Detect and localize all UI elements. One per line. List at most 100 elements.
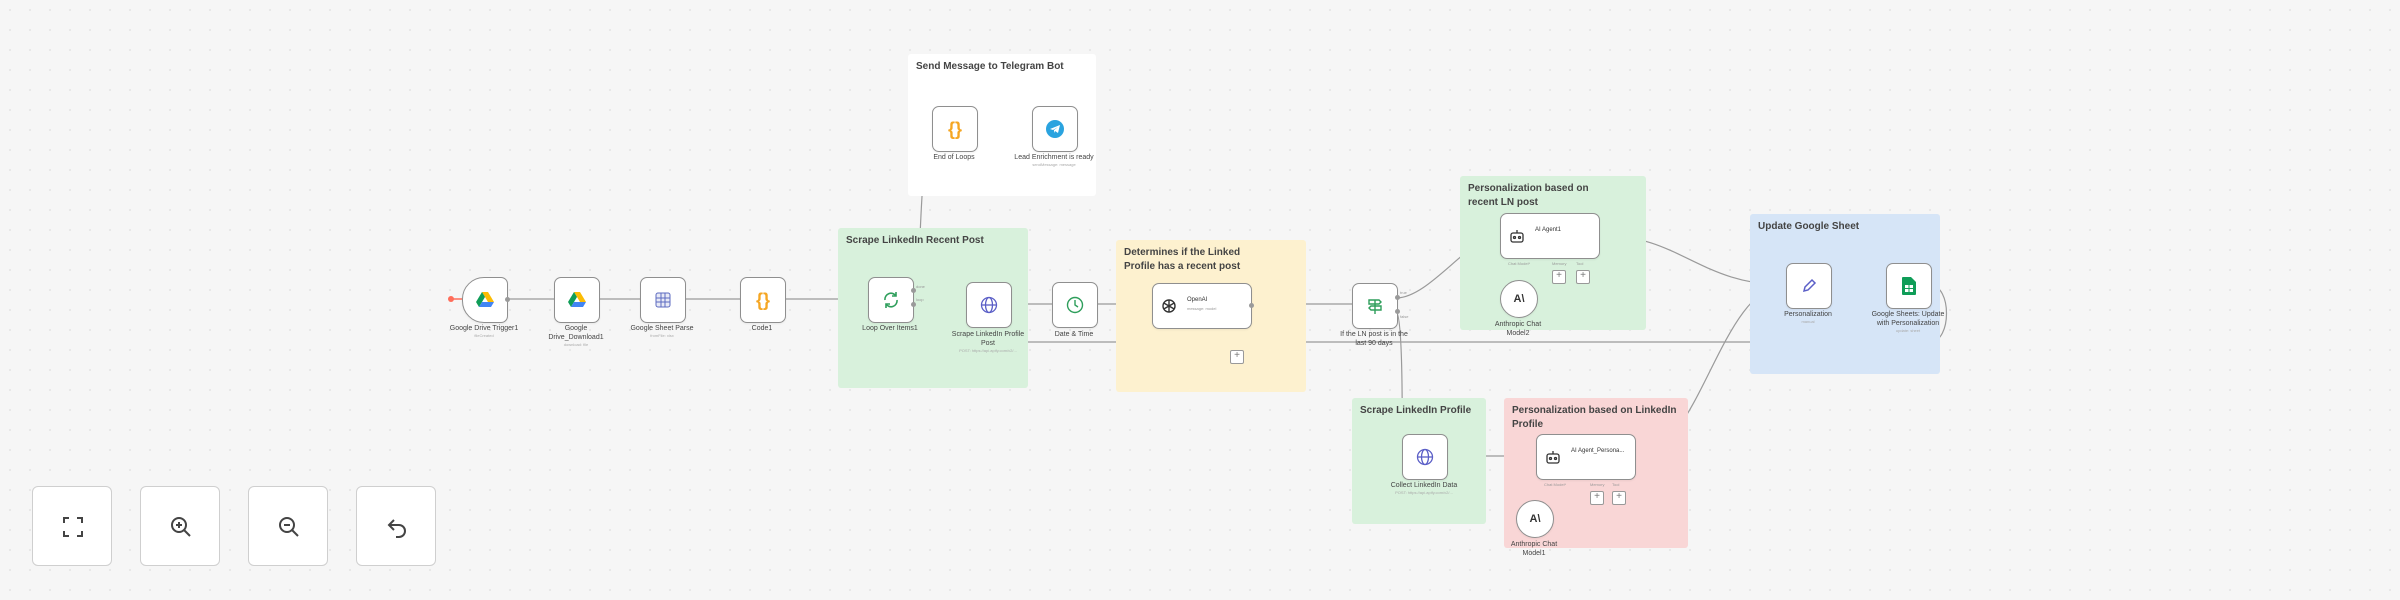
node-name: AI Agent1 [1535, 227, 1562, 233]
sticky-title: Scrape LinkedIn Profile [1360, 405, 1472, 416]
node-subtitle: message: model [1187, 306, 1217, 311]
google-drive-trigger-node[interactable] [462, 277, 510, 323]
ai-agent1-node[interactable]: AI Agent1 [1500, 213, 1600, 259]
node-label: Code1 [751, 325, 773, 332]
output-port-false[interactable] [1395, 309, 1400, 314]
telegram-node[interactable] [1032, 106, 1078, 152]
anthropic-icon: A\ [1513, 293, 1525, 305]
zoom-in-button[interactable] [140, 486, 220, 566]
node-label: Anthropic Chat Model2 [1494, 321, 1542, 337]
globe-icon [1416, 448, 1434, 466]
port-label-chat-model: Chat Model* [1508, 261, 1531, 266]
node-subtitle: POST: https://api.apify.com/v2/... [959, 348, 1017, 353]
output-port-loop[interactable] [911, 302, 916, 307]
telegram-icon [1046, 120, 1064, 138]
robot-icon [1510, 230, 1524, 243]
done-output-label: done [916, 284, 925, 289]
ai-agent-persona-node[interactable]: AI Agent_Persona... [1536, 434, 1636, 480]
fit-view-button[interactable] [32, 486, 112, 566]
add-memory-button[interactable]: + [1552, 270, 1566, 284]
anthropic-chat-model1-node[interactable]: A\ [1516, 500, 1554, 538]
node-subtitle: download: file [563, 342, 589, 347]
zoom-out-icon [279, 517, 299, 537]
date-time-node[interactable] [1052, 282, 1098, 328]
loop-over-items-node[interactable] [868, 277, 916, 323]
google-drive-icon [568, 292, 586, 307]
add-model-button[interactable]: + [1230, 350, 1244, 364]
port-label-tool: Tool [1612, 482, 1620, 487]
node-label: If the LN post is in the last 90 days [1340, 331, 1408, 347]
add-tool-button[interactable]: + [1612, 491, 1626, 505]
output-port[interactable] [505, 297, 510, 302]
node-label: Loop Over Items1 [862, 325, 918, 332]
code-braces-icon: {} [755, 290, 771, 310]
sticky-title: Personalization based on recent LN post [1468, 183, 1589, 208]
fit-view-icon [63, 517, 83, 537]
loop-arrows-icon [884, 292, 898, 308]
google-drive-download-node[interactable] [554, 277, 600, 323]
sticky-title: Scrape LinkedIn Recent Post [846, 235, 984, 246]
collect-linkedin-data-node[interactable] [1402, 434, 1448, 480]
sticky-determines[interactable]: Determines if the Linked Profile has a r… [1116, 240, 1306, 392]
node-subtitle: fromFile: xlsx [650, 333, 674, 338]
start-dot [448, 296, 454, 302]
code-braces-icon: {} [947, 119, 963, 139]
anthropic-chat-model2-node[interactable]: A\ [1500, 280, 1538, 318]
google-sheets-icon [1902, 277, 1916, 295]
port-label-memory: Memory [1590, 482, 1605, 487]
end-of-loops-node[interactable]: {} [932, 106, 978, 152]
zoom-out-button[interactable] [248, 486, 328, 566]
personalization-node[interactable] [1786, 263, 1832, 309]
pencil-icon [1802, 278, 1817, 293]
if-node[interactable] [1352, 283, 1400, 329]
output-port-true[interactable] [1395, 295, 1400, 300]
sticky-title: Determines if the Linked Profile has a r… [1124, 247, 1241, 272]
branch-sign-icon [1368, 299, 1382, 314]
openai-icon [1162, 299, 1176, 313]
sticky-title: Personalization based on LinkedIn Profil… [1512, 405, 1677, 430]
robot-icon [1546, 451, 1560, 464]
port-label-memory: Memory [1552, 261, 1567, 266]
google-drive-icon [476, 292, 494, 307]
node-subtitle: update: sheet [1895, 328, 1921, 333]
code-node[interactable]: {} [740, 277, 786, 323]
loop-output-label: loop [916, 297, 924, 302]
false-output-label: false [1400, 314, 1409, 319]
node-subtitle: manual [1801, 319, 1815, 324]
true-output-label: true [1400, 290, 1407, 295]
node-subtitle: fileCreated [474, 333, 494, 338]
scrape-linkedin-post-node[interactable] [966, 282, 1012, 328]
reset-zoom-button[interactable] [356, 486, 436, 566]
google-sheet-parse-node[interactable] [640, 277, 686, 323]
output-port[interactable] [1249, 303, 1254, 308]
node-subtitle: POST: https://api.apify.com/v2/... [1395, 490, 1453, 495]
add-tool-button[interactable]: + [1576, 270, 1590, 284]
anthropic-icon: A\ [1529, 513, 1541, 525]
port-label-chat-model: Chat Model* [1544, 482, 1567, 487]
node-name: OpenAI [1187, 297, 1208, 303]
google-sheets-update-node[interactable] [1886, 263, 1932, 309]
port-label-tool: Tool [1576, 261, 1584, 266]
sticky-title: Update Google Sheet [1758, 221, 1860, 232]
node-label: Google Sheets: Update with Personalizati… [1868, 310, 1948, 334]
node-label: Anthropic Chat Model1 [1510, 541, 1558, 557]
undo-icon [387, 519, 406, 538]
sticky-title: Send Message to Telegram Bot [916, 61, 1064, 72]
add-memory-button[interactable]: + [1590, 491, 1604, 505]
output-port-done[interactable] [911, 288, 916, 293]
node-label: End of Loops [933, 154, 975, 161]
node-label: Date & Time [1054, 331, 1094, 338]
openai-node[interactable]: OpenAI message: model [1152, 283, 1254, 329]
zoom-in-icon [171, 517, 191, 537]
sticky-scrape-profile[interactable]: Scrape LinkedIn Profile [1352, 398, 1486, 524]
globe-icon [980, 296, 998, 314]
clock-icon [1066, 296, 1084, 314]
